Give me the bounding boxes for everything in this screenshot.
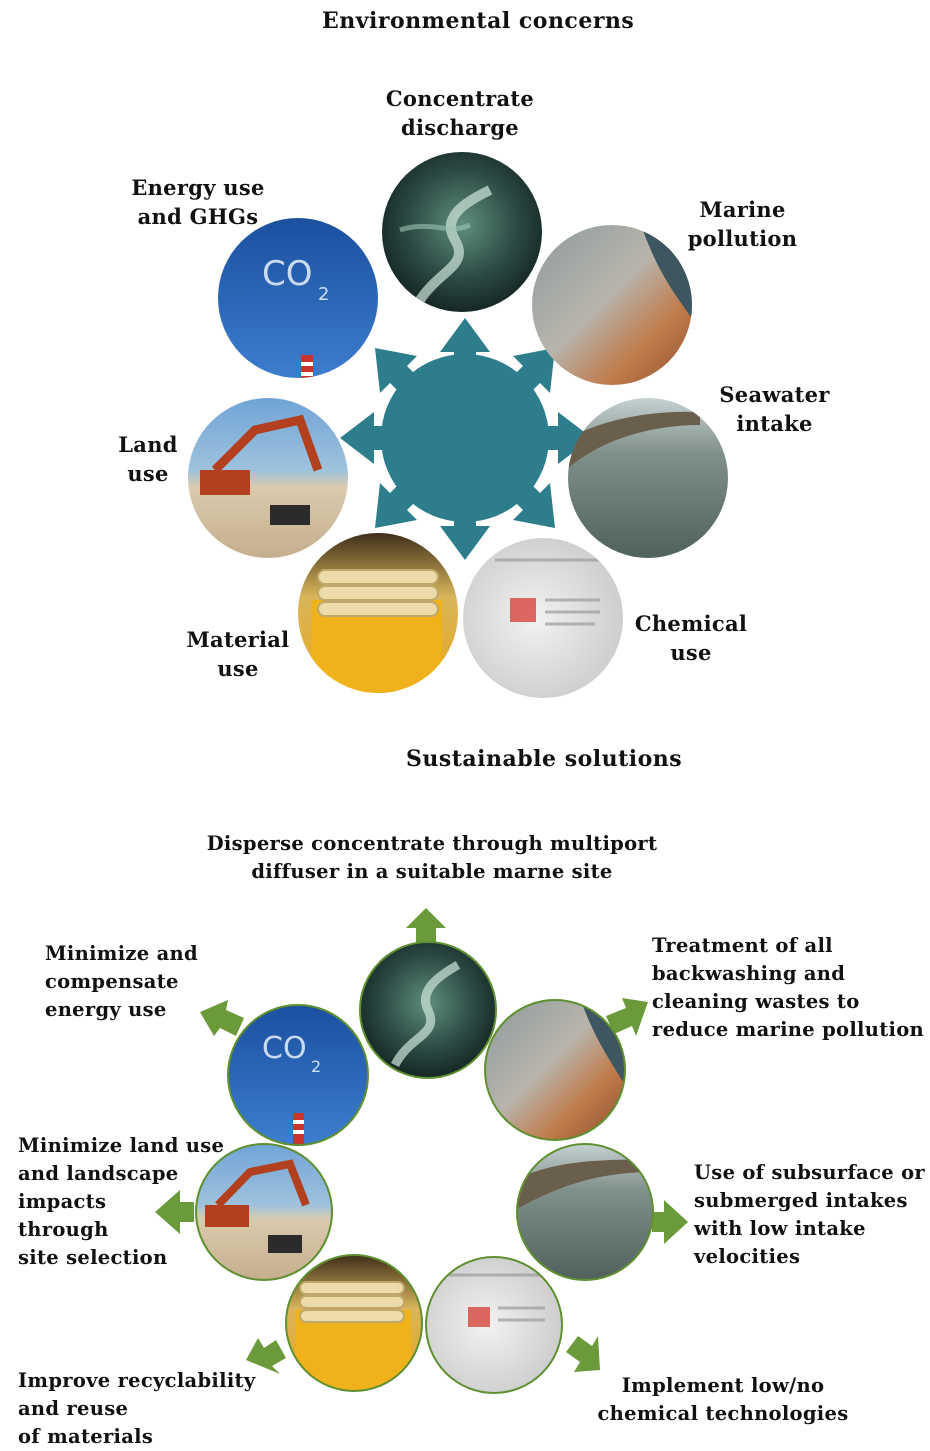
label-energy-ghg: Energy use and GHGs bbox=[128, 173, 268, 231]
photo-material-use bbox=[298, 533, 458, 693]
arrow-marine bbox=[606, 998, 648, 1036]
hub-arrow-down bbox=[440, 513, 490, 560]
label-line: with low intake bbox=[694, 1217, 866, 1240]
label-marine-pollution: Marine pollution bbox=[680, 195, 805, 253]
label-line: Implement low/no bbox=[621, 1374, 825, 1397]
hub-arrow-upright bbox=[512, 348, 555, 394]
hub-arrow-right bbox=[542, 412, 592, 464]
label-line: energy use bbox=[45, 998, 167, 1021]
label-line: Use of subsurface or bbox=[694, 1161, 925, 1184]
label-line: discharge bbox=[401, 115, 519, 140]
label-material-use: Material use bbox=[182, 625, 294, 683]
photo-chemical-use bbox=[463, 538, 623, 698]
label-line: Improve recyclability bbox=[18, 1369, 256, 1392]
hub-arrow-downleft bbox=[375, 482, 418, 528]
label-land-use: Land use bbox=[110, 430, 186, 488]
label-line: Concentrate bbox=[385, 86, 535, 111]
bottom-title: Sustainable solutions bbox=[406, 746, 683, 772]
solution-seawater: Use of subsurface or submerged intakes w… bbox=[694, 1159, 925, 1271]
hub-arrow-downright bbox=[512, 482, 555, 528]
label-line: compensate bbox=[45, 970, 179, 993]
photo-land-use bbox=[188, 398, 348, 558]
label-line: pollution bbox=[687, 226, 798, 251]
sol-photo-concentrate bbox=[359, 941, 497, 1079]
label-line: diffuser in a suitable marne site bbox=[251, 860, 613, 883]
label-line: Seawater bbox=[719, 382, 830, 407]
svg-text:CO: CO bbox=[262, 254, 313, 294]
arrow-chemical bbox=[566, 1336, 600, 1372]
arrow-material bbox=[246, 1338, 286, 1374]
label-chemical-use: Chemical use bbox=[630, 609, 752, 667]
sol-photo-energy: CO 2 bbox=[227, 1004, 369, 1146]
label-line: intake bbox=[736, 411, 813, 436]
label-line: and GHGs bbox=[137, 204, 259, 229]
photo-energy-ghg: CO 2 bbox=[218, 218, 378, 378]
sol-photo-marine bbox=[484, 999, 626, 1141]
hub-arrow-upleft bbox=[375, 348, 418, 394]
label-seawater-intake: Seawater intake bbox=[712, 380, 837, 438]
label-line: impacts bbox=[18, 1190, 107, 1213]
label-line: use bbox=[217, 656, 259, 681]
photo-concentrate-discharge bbox=[382, 152, 542, 312]
arrow-land bbox=[155, 1190, 194, 1234]
photo-seawater-intake bbox=[568, 398, 728, 558]
sol-photo-chemical bbox=[425, 1256, 563, 1394]
svg-text:2: 2 bbox=[311, 1057, 321, 1076]
svg-text:CO: CO bbox=[262, 1031, 307, 1066]
label-line: and reuse bbox=[18, 1397, 129, 1420]
solution-land: Minimize land use and landscape impacts … bbox=[18, 1132, 224, 1272]
label-line: Material bbox=[186, 627, 290, 652]
svg-text:2: 2 bbox=[318, 284, 329, 305]
label-line: Chemical bbox=[634, 611, 748, 636]
label-line: velocities bbox=[694, 1245, 801, 1268]
label-line: through bbox=[18, 1218, 109, 1241]
solution-arrows bbox=[155, 908, 688, 1374]
sol-photo-land bbox=[195, 1143, 333, 1281]
label-line: Marine bbox=[699, 197, 786, 222]
label-line: backwashing and bbox=[652, 962, 846, 985]
photo-marine-pollution bbox=[532, 225, 692, 385]
label-line: use bbox=[670, 640, 712, 665]
label-line: Treatment of all bbox=[652, 934, 833, 957]
label-line: Land bbox=[118, 432, 178, 457]
hub-star bbox=[340, 318, 592, 560]
arrow-concentrate bbox=[406, 908, 446, 942]
label-line: of materials bbox=[18, 1425, 154, 1448]
sol-photo-seawater bbox=[516, 1143, 654, 1281]
arrow-seawater bbox=[652, 1200, 688, 1244]
label-line: reduce marine pollution bbox=[652, 1018, 925, 1041]
hub-arrow-left bbox=[340, 412, 390, 464]
label-line: Minimize land use bbox=[18, 1134, 225, 1157]
solution-concentrate: Disperse concentrate through multiport d… bbox=[196, 830, 668, 886]
label-line: submerged intakes bbox=[694, 1189, 908, 1212]
label-line: Minimize and bbox=[45, 942, 198, 965]
label-line: chemical technologies bbox=[597, 1402, 849, 1425]
label-concentrate-discharge: Concentrate discharge bbox=[385, 84, 535, 142]
top-title: Environmental concerns bbox=[322, 8, 635, 34]
label-line: cleaning wastes to bbox=[652, 990, 860, 1013]
solution-energy: Minimize and compensate energy use bbox=[45, 940, 198, 1024]
label-line: site selection bbox=[18, 1246, 168, 1269]
label-line: use bbox=[127, 461, 169, 486]
solution-marine: Treatment of all backwashing and cleanin… bbox=[652, 932, 924, 1044]
arrow-energy bbox=[200, 1000, 244, 1036]
solution-chemical: Implement low/no chemical technologies bbox=[592, 1372, 854, 1428]
label-line: Disperse concentrate through multiport bbox=[206, 832, 658, 855]
sol-photo-material bbox=[285, 1254, 423, 1392]
hub-arrow-up bbox=[440, 318, 490, 365]
solution-material: Improve recyclability and reuse of mater… bbox=[18, 1367, 256, 1451]
label-line: Energy use bbox=[131, 175, 265, 200]
label-line: and landscape bbox=[18, 1162, 179, 1185]
